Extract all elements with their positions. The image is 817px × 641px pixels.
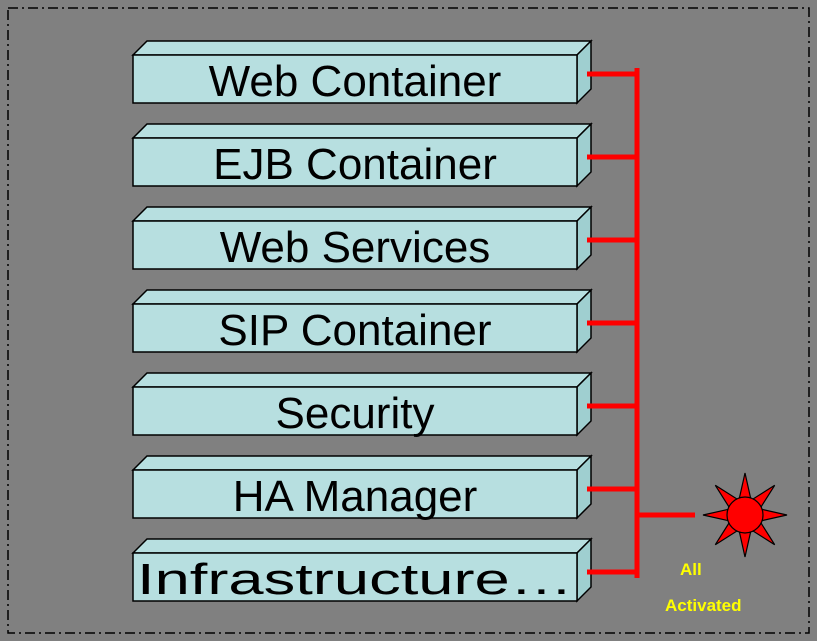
box-front-face <box>132 469 578 519</box>
box-front-face <box>132 137 578 187</box>
component-box-web-container: Web Container <box>131 39 593 106</box>
component-box-web-services: Web Services <box>131 205 593 272</box>
box-top-face <box>131 372 593 388</box>
component-label: HA Manager <box>233 472 478 521</box>
starburst-icon <box>702 472 788 558</box>
box-front-face <box>132 54 578 104</box>
component-box-sip-container: SIP Container <box>131 288 593 355</box>
component-label: Web Services <box>220 223 491 272</box>
box-front-face <box>132 303 578 353</box>
component-label: EJB Container <box>213 140 497 189</box>
page-border <box>7 7 810 634</box>
box-top-face <box>131 289 593 305</box>
component-box-infrastructure: Infrastructure… <box>131 537 593 604</box>
component-box-ha-manager: HA Manager <box>131 454 593 521</box>
box-top-face <box>131 455 593 471</box>
component-label: Infrastructure… <box>137 555 573 604</box>
box-top-face <box>131 123 593 139</box>
status-label-line2: Activated <box>665 596 742 615</box>
component-label: SIP Container <box>218 306 491 355</box>
component-box-ejb-container: EJB Container <box>131 122 593 189</box>
box-top-face <box>131 206 593 222</box>
status-label-line1: All <box>680 560 702 579</box>
connector-lines <box>587 68 695 578</box>
component-box-security: Security <box>131 371 593 438</box>
box-top-face <box>131 538 593 554</box>
component-label: Web Container <box>209 57 502 106</box>
box-front-face <box>132 220 578 270</box>
component-label: Security <box>276 389 435 438</box>
box-top-face <box>131 40 593 56</box>
box-front-face <box>132 386 578 436</box>
box-front-face <box>132 552 578 602</box>
